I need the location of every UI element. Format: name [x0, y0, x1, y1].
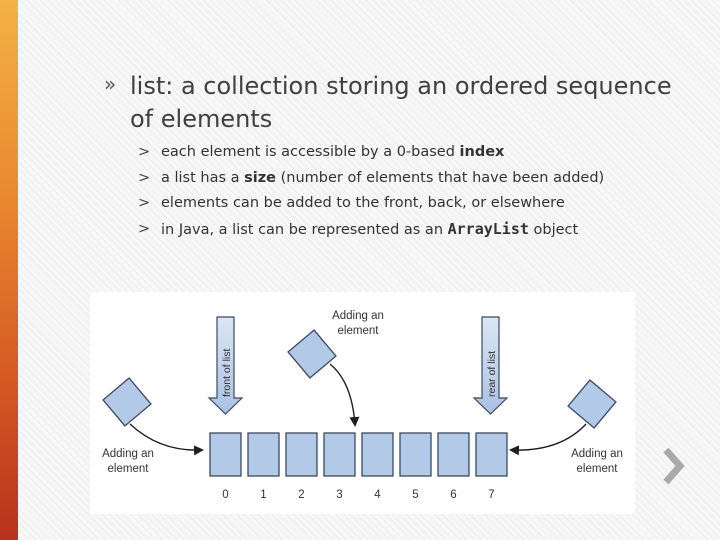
- sub-bullet-marker: >: [138, 169, 151, 186]
- list-cell: [247, 432, 280, 477]
- index-label: 2: [298, 489, 304, 501]
- list-diagram-svg: Adding an element Adding an element Addi…: [102, 310, 623, 501]
- arrow-right-curve: [509, 423, 587, 456]
- right-label-line2: element: [577, 463, 619, 475]
- incoming-element-left: [102, 377, 152, 427]
- sub-bullet-text-end: object: [528, 221, 579, 238]
- front-of-list-label: front of list: [221, 348, 233, 397]
- list-cell: [285, 432, 318, 477]
- main-bullet-text: list: a collection storing an ordered se…: [130, 70, 690, 136]
- sub-bullet-marker: >: [138, 195, 151, 211]
- index-label: 7: [488, 489, 494, 501]
- list-cell: [475, 432, 508, 477]
- arrow-left-curve: [129, 423, 204, 456]
- front-of-list-arrow: [207, 316, 244, 415]
- left-label-line1: Adding an: [102, 448, 154, 460]
- index-term: index: [459, 144, 505, 160]
- main-bullet-marker: »: [104, 72, 117, 96]
- left-label-line2: element: [108, 463, 150, 475]
- index-label: 3: [336, 489, 342, 501]
- sub-bullet-text: a list has a: [161, 169, 245, 186]
- index-labels: 0 1 2 3 4 5 6 7: [222, 489, 494, 501]
- chevron-right-icon[interactable]: [660, 446, 688, 486]
- arraylist-code: ArrayList: [447, 219, 529, 238]
- sub-bullet-marker: >: [138, 220, 151, 237]
- list-cell: [361, 432, 394, 477]
- sub-bullet-text: in Java, a list can be represented as an: [161, 221, 448, 238]
- list-cells: [209, 432, 508, 477]
- list-cell: [399, 432, 432, 477]
- size-term: size: [244, 169, 277, 186]
- sub-bullet-text-end: (number of elements that have been added…: [276, 169, 605, 186]
- accent-bar: [0, 0, 18, 540]
- index-label: 0: [222, 489, 228, 501]
- list-cell: [209, 432, 242, 477]
- incoming-element-top: [287, 329, 337, 379]
- sub-bullet-text: elements can be added to the front, back…: [161, 195, 565, 211]
- list-diagram: Adding an element Adding an element Addi…: [90, 292, 635, 514]
- rear-of-list-label: rear of list: [486, 351, 498, 397]
- rear-of-list-arrow: [472, 316, 509, 415]
- sub-bullet-text: each element is accessible by a 0-based: [161, 144, 460, 160]
- list-cell: [437, 432, 470, 477]
- top-label-line1: Adding an: [332, 310, 384, 322]
- index-label: 5: [412, 489, 418, 501]
- list-term: list: [130, 72, 166, 100]
- index-label: 6: [450, 489, 456, 501]
- incoming-element-right: [567, 379, 617, 429]
- arrow-top-curve: [329, 363, 360, 427]
- sub-bullet-marker: >: [138, 144, 151, 160]
- right-label-line1: Adding an: [571, 448, 623, 460]
- index-label: 1: [260, 489, 266, 501]
- top-label-line2: element: [338, 325, 380, 337]
- list-cell: [323, 432, 356, 477]
- list-definition: : a collection storing an ordered sequen…: [130, 72, 672, 133]
- index-label: 4: [374, 489, 381, 501]
